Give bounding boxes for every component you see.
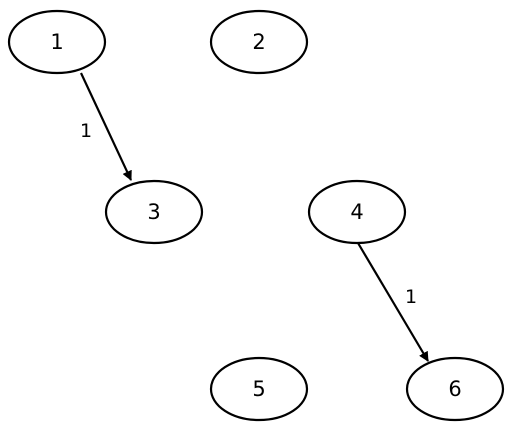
node-6: 6	[405, 356, 505, 422]
edge-4-6: 1	[357, 242, 429, 362]
node-ellipse	[104, 179, 204, 245]
node-label: 4	[350, 200, 363, 224]
node-2: 2	[209, 9, 309, 75]
node-label: 3	[147, 200, 160, 224]
node-ellipse	[307, 179, 407, 245]
node-ellipse	[7, 9, 107, 75]
node-ellipse	[209, 356, 309, 422]
node-label: 5	[252, 377, 265, 401]
node-3: 3	[104, 179, 204, 245]
node-label: 2	[252, 30, 265, 54]
node-5: 5	[209, 356, 309, 422]
node-1: 1	[7, 9, 107, 75]
edge-line	[357, 242, 429, 362]
edge-1-3: 1	[80, 72, 132, 181]
node-label: 1	[50, 30, 63, 54]
node-label: 6	[448, 377, 461, 401]
node-4: 4	[307, 179, 407, 245]
node-ellipse	[209, 9, 309, 75]
edge-label: 1	[405, 286, 417, 308]
edge-label: 1	[80, 120, 92, 142]
edge-line	[80, 72, 132, 181]
node-ellipse	[405, 356, 505, 422]
